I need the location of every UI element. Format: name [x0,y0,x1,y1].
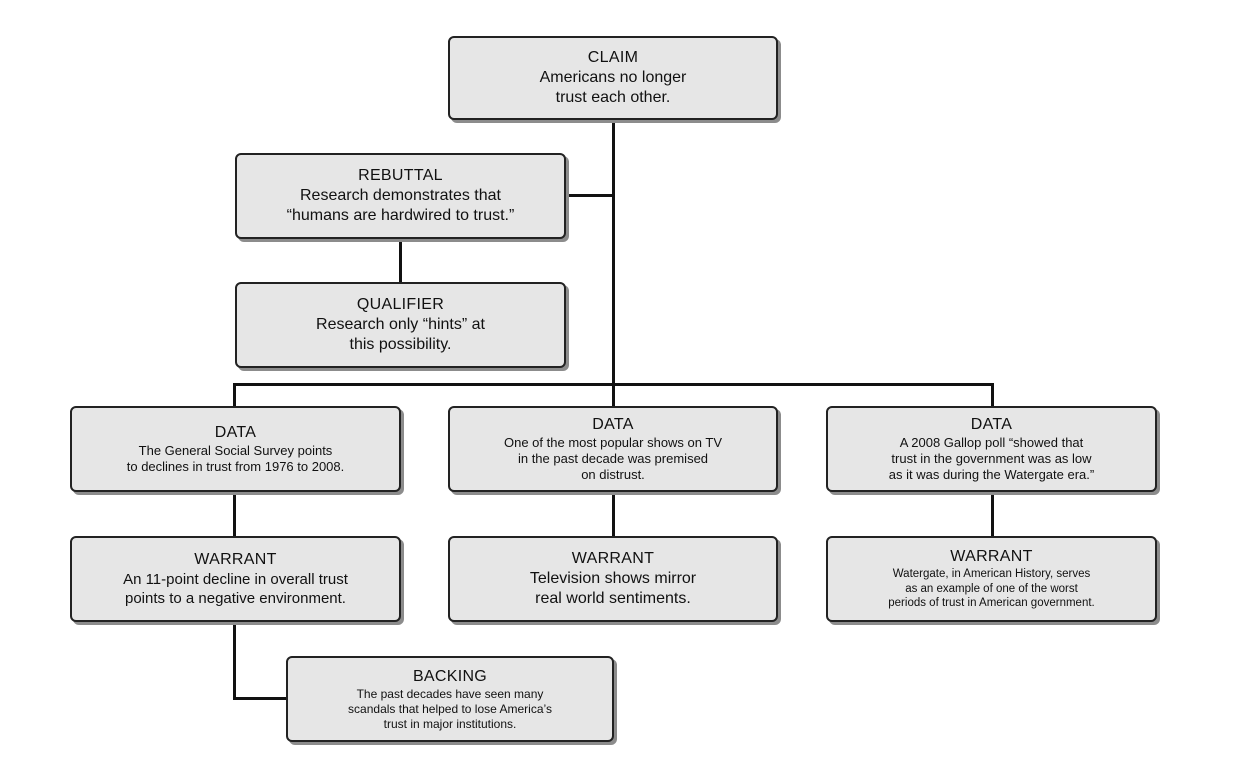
warrant-3-title: WARRANT [950,548,1033,566]
connector-warrant-1-backing-vertical [233,622,236,700]
warrant-box-2: WARRANT Television shows mirror real wor… [448,536,778,622]
connector-data-1-warrant-1 [233,490,236,538]
warrant-2-title: WARRANT [571,550,655,567]
data-3-title: DATA [970,416,1013,433]
rebuttal-title: REBUTTAL [358,167,443,184]
data-2-text: One of the most popular shows on TV in t… [504,435,722,482]
connector-data-2-warrant-2 [612,490,615,538]
warrant-2-text: Television shows mirror real world senti… [529,570,697,607]
data-3-text: A 2008 Gallop poll “showed that trust in… [888,435,1095,482]
backing-text: The past decades have seen many scandals… [348,686,552,731]
warrant-1-text: An 11-point decline in overall trust poi… [123,571,348,607]
claim-text: Americans no longer trust each other. [539,69,687,106]
claim-box: CLAIM Americans no longer trust each oth… [448,36,778,120]
qualifier-box: QUALIFIER Research only “hints” at this … [235,282,566,368]
warrant-box-3: WARRANT Watergate, in American History, … [826,536,1157,622]
connector-warrant-1-backing-horizontal [233,697,289,700]
data-1-title: DATA [214,424,257,441]
connector-data-3-warrant-3 [991,490,994,538]
data-box-3: DATA A 2008 Gallop poll “showed that tru… [826,406,1157,492]
backing-box: BACKING The past decades have seen many … [286,656,614,742]
warrant-3-text: Watergate, in American History, serves a… [888,568,1095,610]
rebuttal-box: REBUTTAL Research demonstrates that “hum… [235,153,566,239]
connector-rebuttal-qualifier [399,239,402,283]
connector-claim-trunk [612,119,615,385]
connector-branch-data-1 [233,383,236,408]
data-2-title: DATA [592,416,634,433]
qualifier-text: Research only “hints” at this possibilit… [316,316,485,353]
claim-title: CLAIM [587,49,639,66]
data-1-text: The General Social Survey points to decl… [126,443,345,474]
warrant-box-1: WARRANT An 11-point decline in overall t… [70,536,401,622]
data-box-1: DATA The General Social Survey points to… [70,406,401,492]
connector-claim-rebuttal [566,194,614,197]
qualifier-title: QUALIFIER [356,296,445,313]
connector-branch-data-2 [612,383,615,408]
connector-branch-data-3 [991,383,994,408]
warrant-1-title: WARRANT [194,551,277,568]
data-box-2: DATA One of the most popular shows on TV… [448,406,778,492]
rebuttal-text: Research demonstrates that “humans are h… [286,187,515,224]
backing-title: BACKING [412,667,488,685]
